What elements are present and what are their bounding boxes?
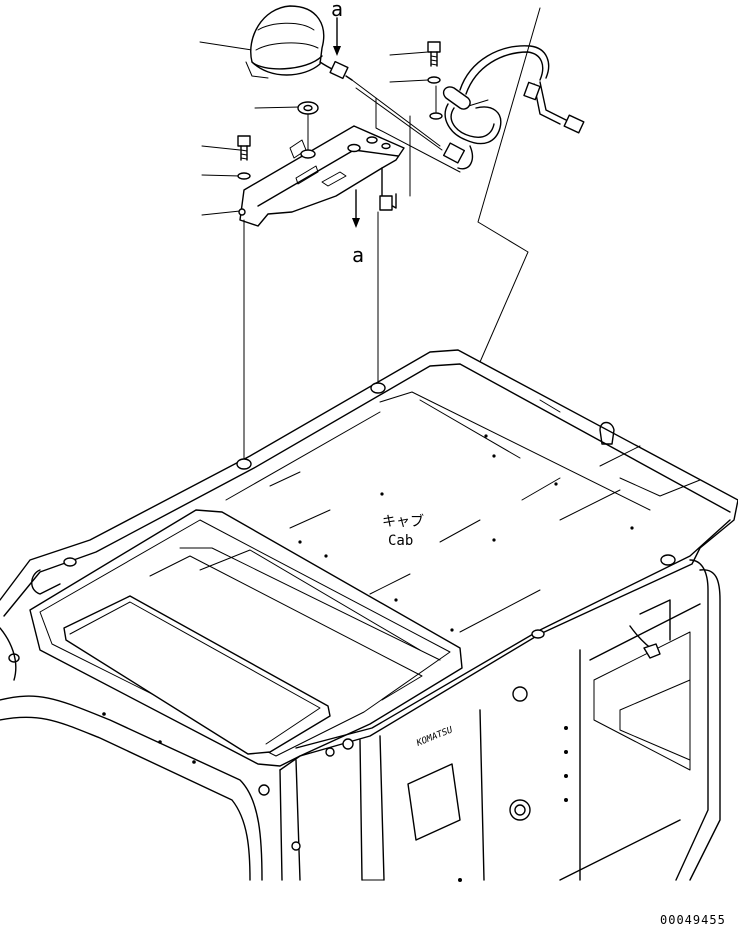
view-marker-top: a	[331, 0, 343, 21]
harness-plug	[442, 142, 466, 164]
cab-interior-bracket	[407, 763, 461, 841]
washer-upper	[427, 76, 441, 84]
wiring-harness	[351, 45, 585, 197]
bracket-connector	[379, 195, 393, 211]
harness-end-connector	[563, 114, 585, 134]
leader-lines	[199, 7, 541, 363]
washer-left	[237, 172, 251, 180]
view-arrow-top: a	[331, 0, 343, 56]
view-arrow-bottom: a	[352, 189, 364, 267]
cab-label-jp: キャブ	[382, 513, 424, 530]
cab-label-en: Cab	[388, 533, 413, 549]
roof-mount-right	[370, 382, 386, 394]
cab	[0, 349, 738, 882]
clamp-ring	[429, 112, 443, 120]
bolt-upper	[427, 41, 441, 67]
flat-washer	[297, 101, 319, 115]
lamp-bracket	[238, 125, 405, 227]
view-marker-bottom: a	[352, 243, 364, 267]
roof-mount-left	[236, 458, 252, 470]
cab-sticker: ΚΟΜΑΤSU	[414, 725, 454, 749]
drawing-number: 00049455	[660, 913, 726, 927]
harness-clamp	[442, 86, 471, 110]
harness-grommet	[523, 81, 541, 101]
bolt-left	[237, 135, 251, 161]
rotating-beacon-lamp	[245, 5, 353, 81]
roof-hatch-panel	[63, 595, 331, 755]
